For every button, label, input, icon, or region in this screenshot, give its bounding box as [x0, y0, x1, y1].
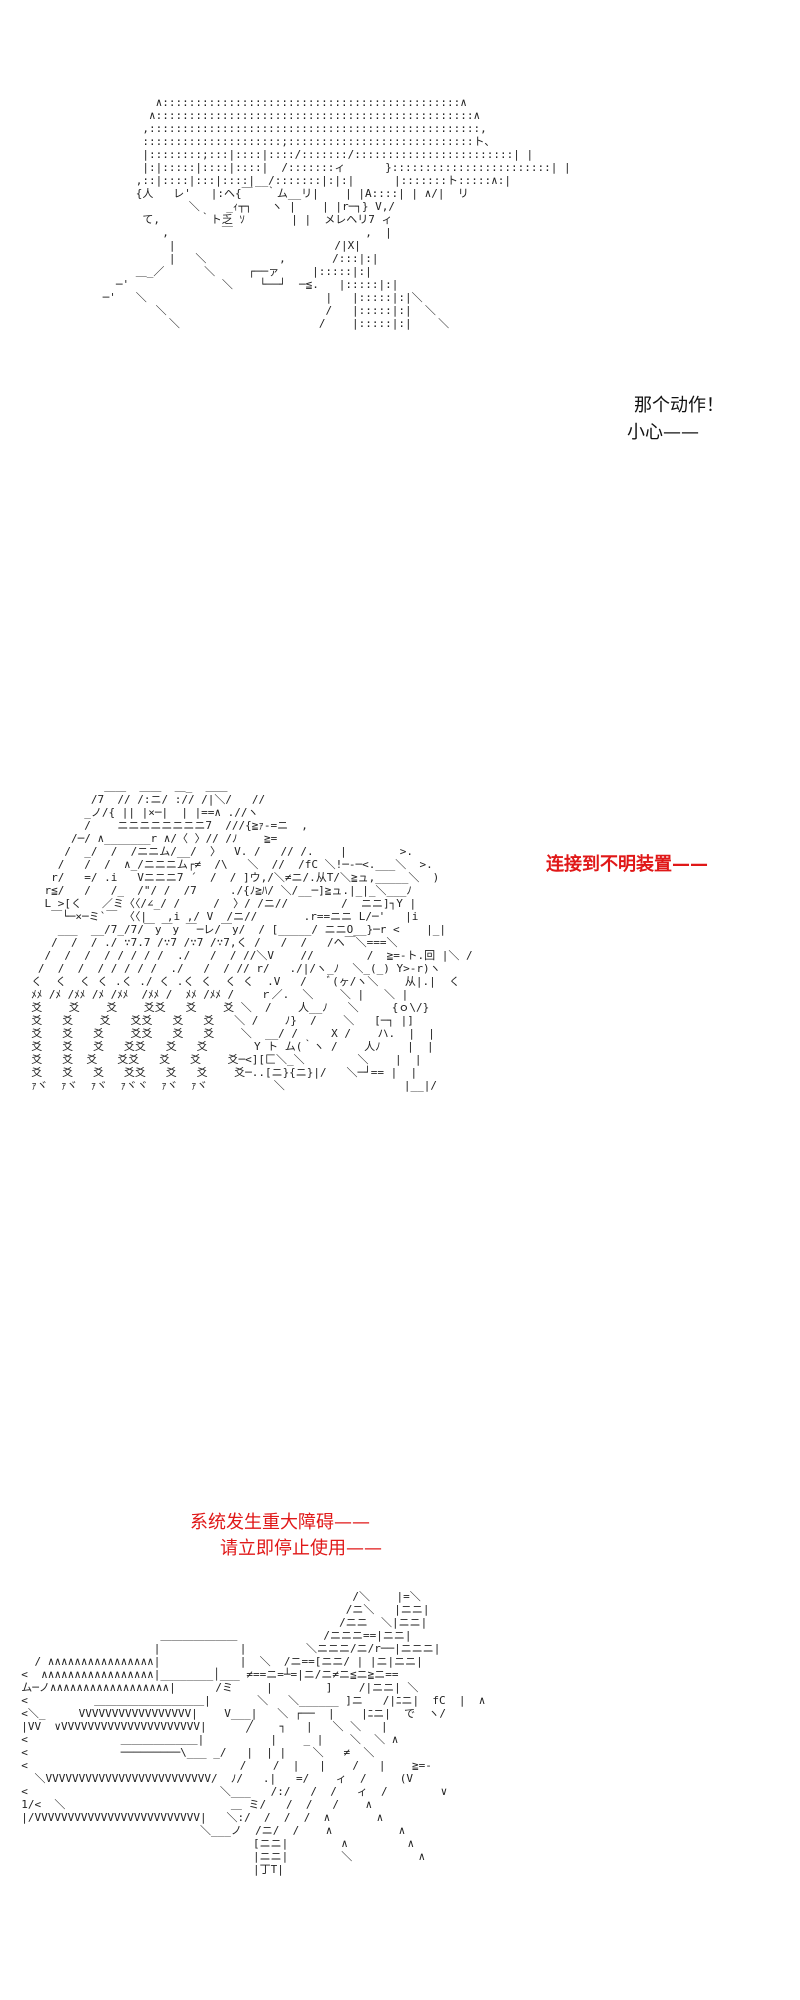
- caption-face-line-1: 那个动作！: [634, 395, 724, 416]
- ascii-art-gun: /＼ |=＼ /ニ＼ |ニニ| /ニニ ＼|ニニ| ＿＿＿＿＿＿＿ /ニニニ==…: [21, 1590, 486, 1876]
- caption-gun-line-1: 系统发生重大障碍——: [190, 1512, 370, 1533]
- panel-laser-attack: ＿＿ ＿＿ ＿_ ＿＿ /7 // /:ニ/ :// /|＼/ // _ノ/{ …: [0, 760, 800, 1380]
- caption-laser-emphasis: 连接到不明装置——: [546, 854, 708, 875]
- ascii-art-face: ∧:::::::::::::::::::::::::::::::::::::::…: [102, 96, 571, 330]
- panel-warning-face: ∧:::::::::::::::::::::::::::::::::::::::…: [0, 0, 800, 620]
- caption-laser-line-1: 连接到不明装置——: [546, 852, 708, 878]
- panel-gatling-error: 系统发生重大障碍—— 请立即停止使用—— /＼ |=＼ /ニ＼ |ニニ| /: [0, 1500, 800, 2000]
- ascii-art-laser: ＿＿ ＿＿ ＿_ ＿＿ /7 // /:ニ/ :// /|＼/ // _ノ/{ …: [31, 780, 473, 1092]
- caption-face-line-2: 小心——: [627, 422, 699, 443]
- caption-gun-line-2: 请立即停止使用——: [220, 1538, 382, 1559]
